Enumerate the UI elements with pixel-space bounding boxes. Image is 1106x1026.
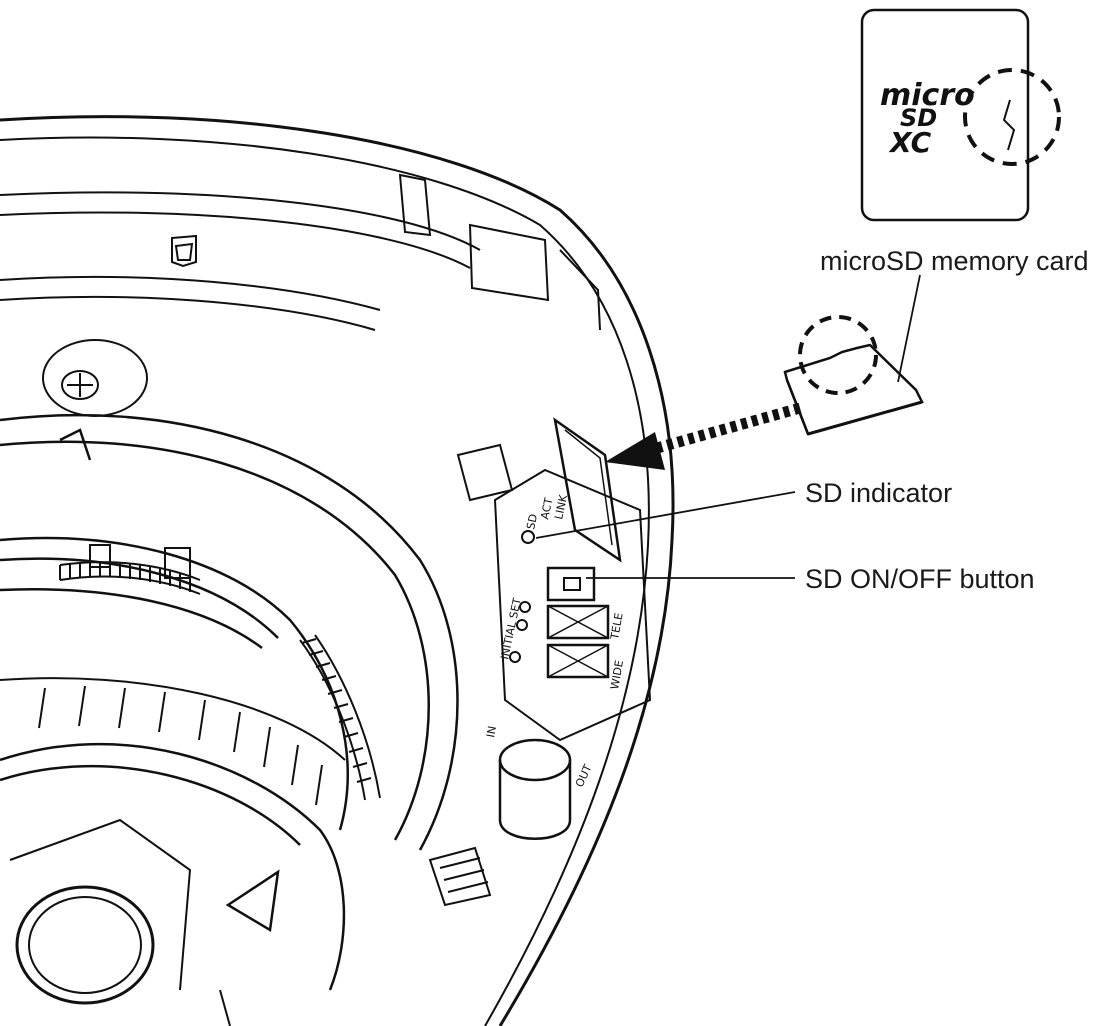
marking-tele: TELE: [608, 612, 626, 642]
lens-holder: [0, 413, 459, 851]
cable-port: [498, 738, 572, 840]
notch-highlight-circle-small: [798, 315, 878, 395]
marking-act: ACT: [538, 496, 555, 520]
microsd-card-small: [783, 315, 924, 436]
label-sd-onoff-button: SD ON/OFF button: [805, 564, 1035, 594]
connector: [428, 846, 492, 907]
marking-link: LINK: [552, 493, 570, 521]
notch-highlight-circle: [963, 68, 1061, 166]
marking-sd: SD: [524, 513, 540, 531]
lens-base-ring: [0, 677, 346, 991]
leader-lines: [535, 274, 921, 579]
marking-wide: WIDE: [608, 659, 626, 690]
label-sd-indicator: SD indicator: [805, 478, 953, 508]
label-microsd-memory-card: microSD memory card: [820, 246, 1089, 276]
marking-out: OUT: [573, 762, 595, 789]
camera-housing: [0, 115, 675, 1026]
insertion-arrow-icon: [605, 402, 802, 470]
circuit-board: [456, 417, 652, 742]
gear-teeth: [59, 544, 381, 801]
microsd-card-large: [860, 8, 1061, 222]
housing-clip: [171, 234, 197, 268]
lens: [9, 818, 231, 1026]
arrow-mark-icon: [225, 869, 280, 933]
logo-sd: SD: [900, 104, 937, 132]
screw-icon: [42, 339, 148, 417]
marking-in: IN: [484, 725, 499, 739]
logo-xc: XC: [888, 126, 932, 159]
logo-micro: micro: [880, 78, 975, 113]
